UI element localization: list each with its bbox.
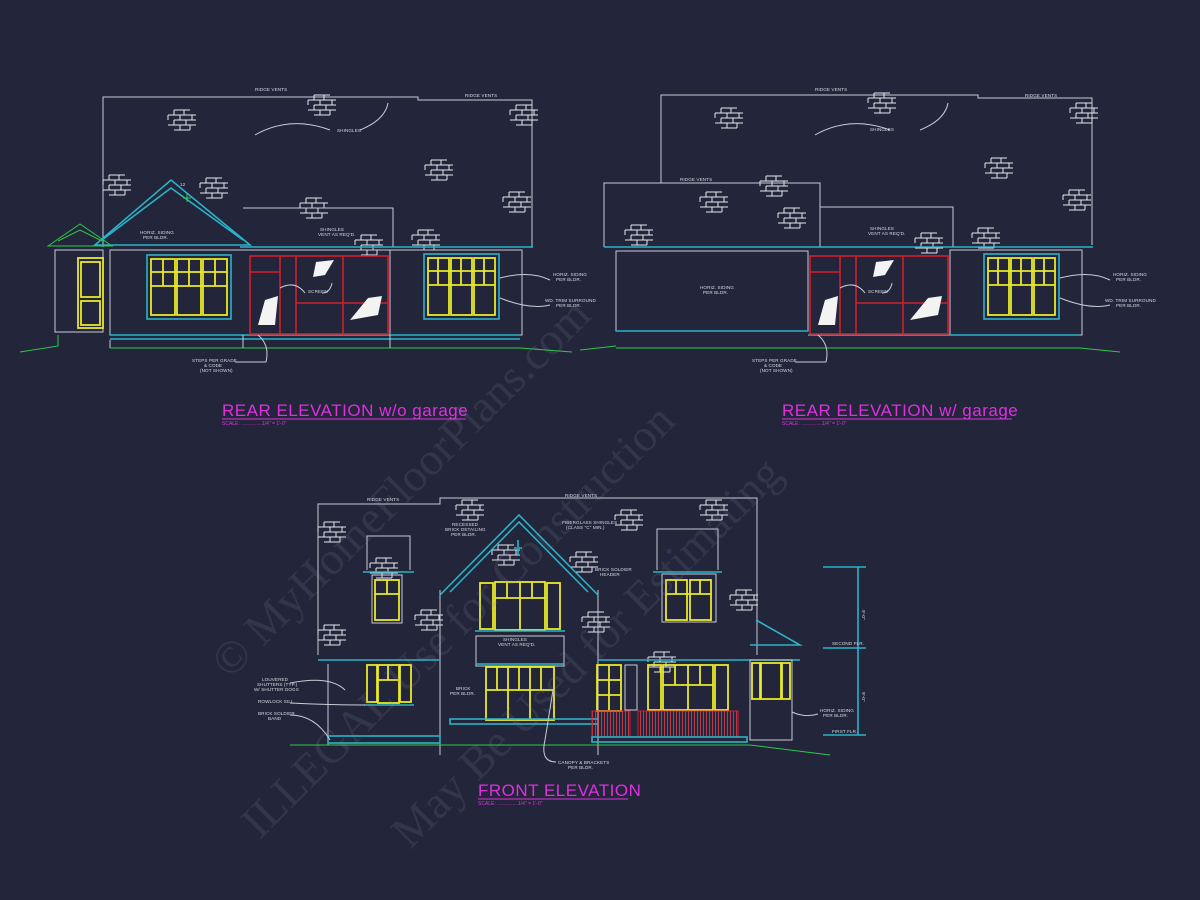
label-ridge-vents: RIDGE VENTS	[1025, 93, 1057, 98]
label-soldier-header: BRICK SOLDIER	[595, 567, 632, 572]
label-horiz-siding: HORIZ. SIDING	[553, 272, 587, 277]
label-trim-surround: PER BLDR.	[556, 303, 581, 308]
label-shingles: SHINGLES	[337, 128, 361, 133]
rear-elevation-with-garage: RIDGE VENTS RIDGE VENTS RIDGE VENTS SHIN…	[579, 87, 1156, 427]
rear-elevation-without-garage: 12 RIDGE VENTS RIDGE VENTS SHINGLES SHIN…	[19, 87, 596, 427]
label-ridge-vents: RIDGE VENTS	[255, 87, 287, 92]
label-steps: & CODE	[204, 363, 222, 368]
label-horiz-siding: PER BLDR.	[1116, 277, 1141, 282]
drawing-scale: SCALE: ...............1/4" = 1'-0"	[222, 421, 287, 427]
label-trim-surround: WD. TRIM SURROUND	[545, 298, 596, 303]
label-steps: STEPS PER GRADE	[192, 358, 237, 363]
label-steps: & CODE	[764, 363, 782, 368]
label-fiberglass-shingles: FIBERGLASS SHINGLES	[562, 520, 617, 525]
label-recessed-brick: PER BLDR.	[451, 532, 476, 537]
label-second-floor: SECOND FLR.	[832, 641, 864, 646]
label-shingles: SHINGLES	[870, 127, 894, 132]
label-shutters: W/ SHUTTER DOGS	[254, 687, 299, 692]
pitch-label: 12	[180, 182, 186, 187]
label-horiz-siding: HORIZ. SIDING	[700, 285, 734, 290]
label-screen: SCREEN	[868, 289, 888, 294]
label-canopy: CANOPY & BRACKETS	[558, 760, 609, 765]
label-horiz-siding: HORIZ. SIDING	[1113, 272, 1147, 277]
drawing-scale: SCALE: ...............1/4" = 1'-0"	[478, 801, 543, 807]
label-recessed-brick: BRICK DETAILING	[445, 527, 486, 532]
label-steps: STEPS PER GRADE	[752, 358, 797, 363]
label-horiz-siding: PER BLDR.	[556, 277, 581, 282]
label-soldier-band: BAND	[268, 716, 282, 721]
label-first-floor: FIRST FLR.	[832, 729, 857, 734]
label-ridge-vents: RIDGE VENTS	[465, 93, 497, 98]
drawing-title: REAR ELEVATION w/ garage	[782, 401, 1018, 420]
label-screen: SCREEN	[308, 289, 328, 294]
label-shutters: LOUVERED	[262, 677, 289, 682]
label-horiz-siding: PER BLDR.	[703, 290, 728, 295]
label-ridge-vents: RIDGE VENTS	[367, 497, 399, 502]
drawing-title: REAR ELEVATION w/o garage	[222, 401, 468, 420]
label-horiz-siding: PER BLDR.	[823, 713, 848, 718]
label-shingles-vent: VENT AS REQ'D.	[318, 232, 355, 237]
label-trim-surround: WD. TRIM SURROUND	[1105, 298, 1156, 303]
label-brick: PER BLDR.	[450, 691, 475, 696]
drawing-scale: SCALE: ...............1/4" = 1'-0"	[782, 421, 847, 427]
label-rowlock-sill: ROWLOCK SILL	[258, 699, 294, 704]
label-steps: (NOT SHOWN)	[760, 368, 793, 373]
label-brick: BRICK	[456, 686, 471, 691]
label-soldier-band: BRICK SOLDIER	[258, 711, 295, 716]
label-shingles-vent: VENT AS REQ'D.	[498, 642, 535, 647]
label-recessed-brick: RECESSED	[452, 522, 479, 527]
label-fiberglass-shingles: (CLASS "C" MIN.)	[566, 525, 605, 530]
label-ridge-vents: RIDGE VENTS	[680, 177, 712, 182]
label-soldier-header: HEADER	[600, 572, 620, 577]
label-shingles-vent: SHINGLES	[503, 637, 527, 642]
label-shingles-vent: SHINGLES	[320, 227, 344, 232]
label-shingles-vent: SHINGLES	[870, 226, 894, 231]
label-ridge-vents: RIDGE VENTS	[565, 493, 597, 498]
label-shutters: SHUTTERS (TYP.)	[257, 682, 298, 687]
label-horiz-siding: PER BLDR.	[143, 235, 168, 240]
label-canopy: PER BLDR.	[568, 765, 593, 770]
label-ridge-vents: RIDGE VENTS	[815, 87, 847, 92]
front-elevation: 9'-0" 9'-0" SECOND FLR. FIRST FLR. RIDGE…	[254, 493, 866, 807]
label-horiz-siding: HORIZ. SIDING	[140, 230, 174, 235]
dimension-lower: 9'-0"	[861, 692, 866, 702]
drawing-title: FRONT ELEVATION	[478, 781, 641, 800]
label-horiz-siding: HORIZ. SIDING	[820, 708, 854, 713]
label-steps: (NOT SHOWN)	[200, 368, 233, 373]
label-trim-surround: PER BLDR.	[1116, 303, 1141, 308]
label-shingles-vent: VENT AS REQ'D.	[868, 231, 905, 236]
dimension-upper: 9'-0"	[861, 610, 866, 620]
